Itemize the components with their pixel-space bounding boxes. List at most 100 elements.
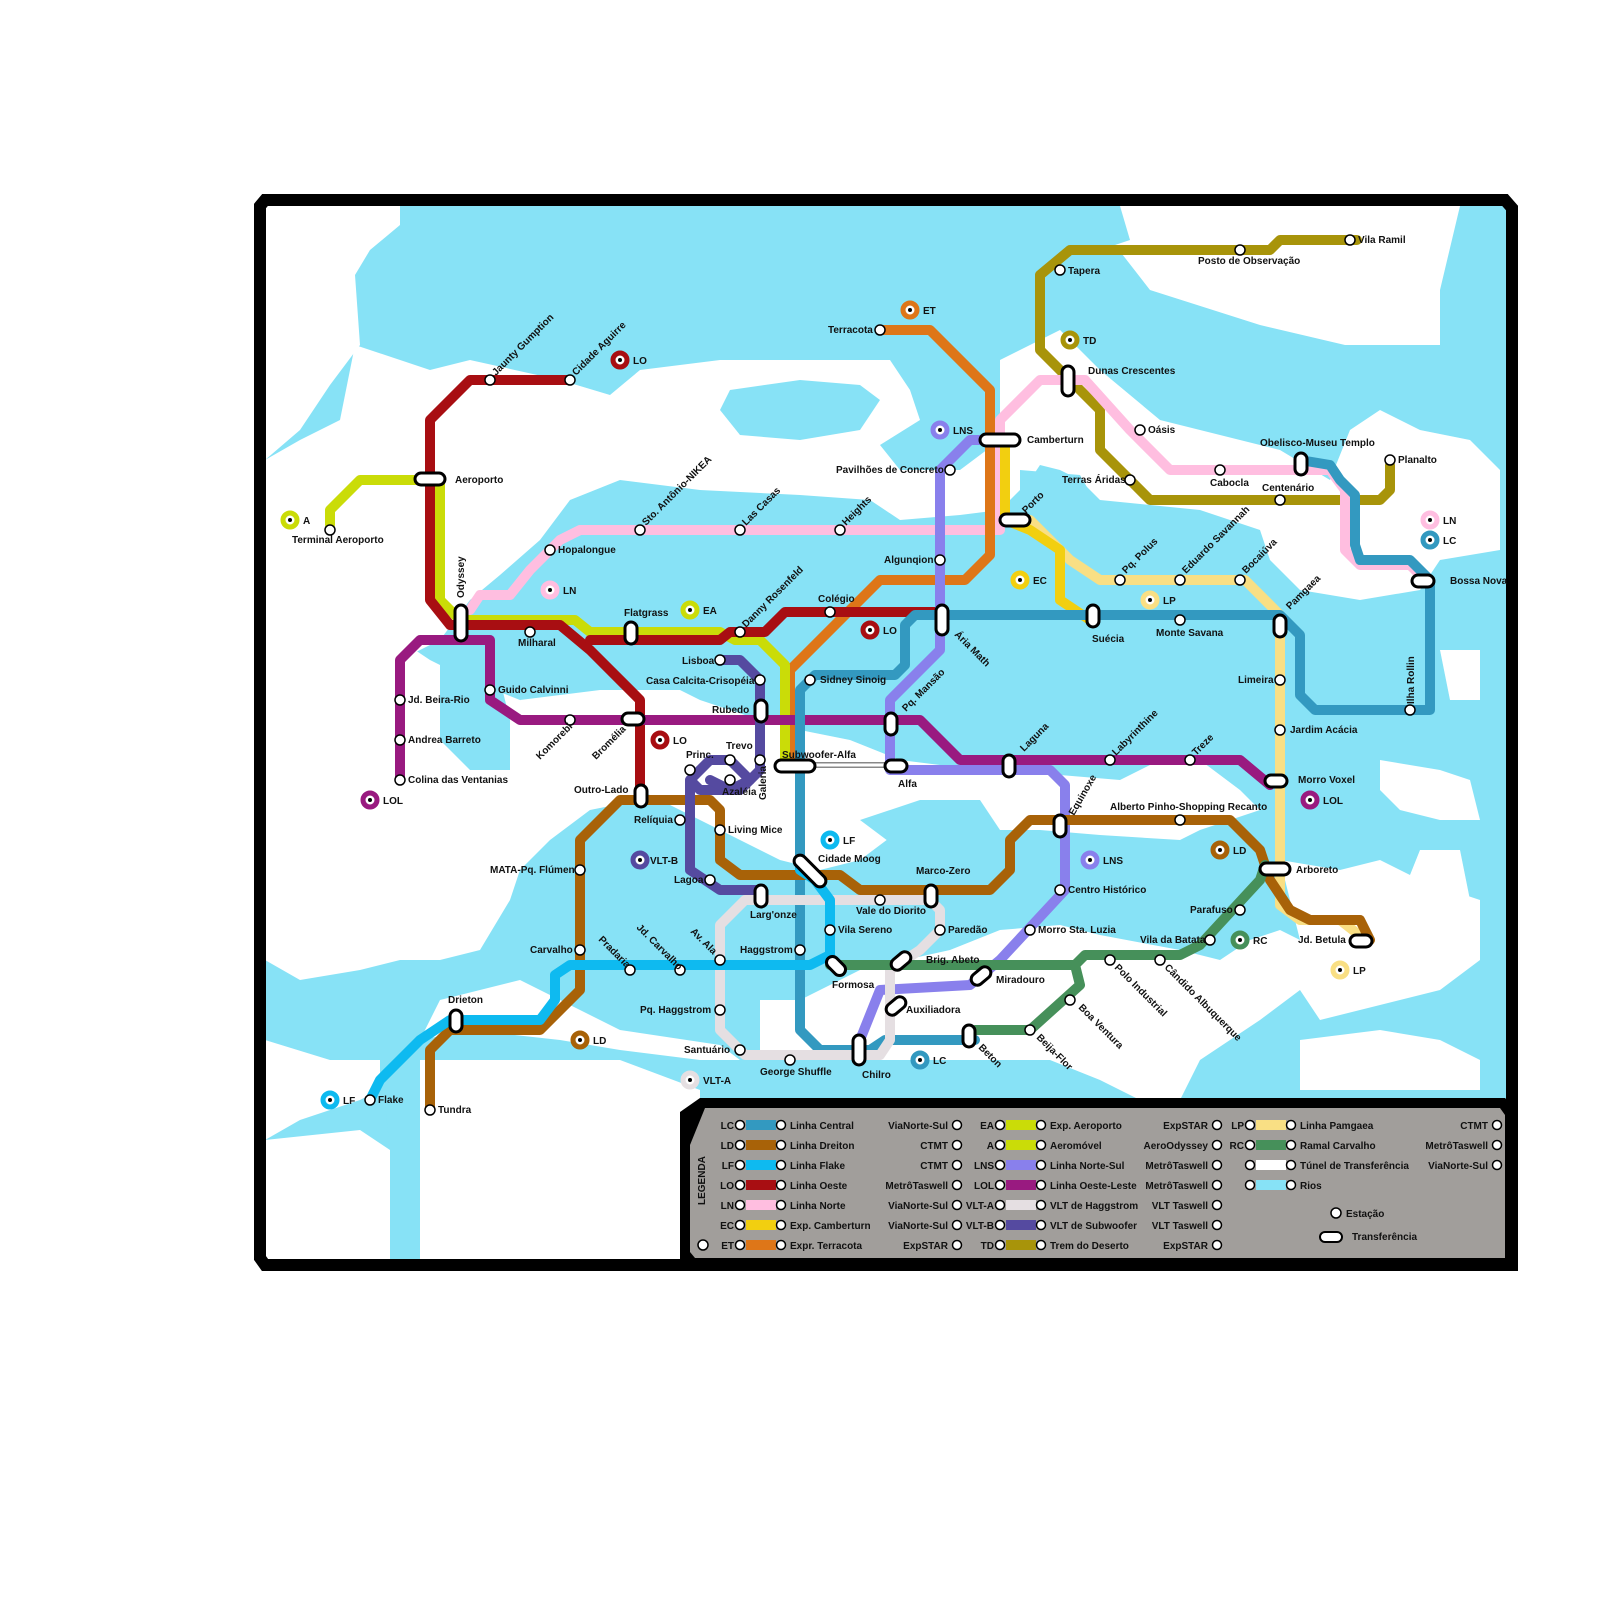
station-label: Formosa: [832, 980, 875, 991]
legend-dot: [736, 1221, 745, 1230]
legend-swatch: [1256, 1140, 1286, 1150]
station-label: Camberturn: [1027, 435, 1084, 446]
legend-swatch: [1006, 1120, 1036, 1130]
legend-dot: [777, 1201, 786, 1210]
station-label: Sidney Sinoig: [820, 675, 886, 686]
station-label: Flatgrass: [624, 608, 669, 619]
station-label: Vila da Batata: [1140, 935, 1206, 946]
station-label: Galeria: [758, 766, 769, 800]
legend-swatch: [746, 1120, 776, 1130]
legend-operator: MetrôTaswell: [885, 1181, 948, 1192]
legend-name: Expr. Terracota: [790, 1241, 863, 1252]
station-label: Drieton: [448, 995, 483, 1006]
legend-dot: [777, 1121, 786, 1130]
legend-operator-dot: [953, 1141, 962, 1150]
legend-code: TD: [981, 1241, 994, 1252]
legend-operator: MetrôTaswell: [1145, 1181, 1208, 1192]
station-label: Monte Savana: [1156, 628, 1224, 639]
station-label: Brig. Abeto: [926, 955, 980, 966]
station-label: Obelisco-Museu Templo: [1260, 438, 1375, 449]
legend-swatch: [1256, 1160, 1286, 1170]
legend-dot: [996, 1221, 1005, 1230]
station-label: Rubedo: [712, 705, 749, 716]
legend-dot: [1287, 1121, 1296, 1130]
legend-dot: [1287, 1141, 1296, 1150]
legend-dot: [1246, 1121, 1255, 1130]
station-label: Azaléia: [722, 787, 757, 798]
legend-code: LD: [721, 1141, 734, 1152]
legend-operator-dot: [1213, 1141, 1222, 1150]
legend-transfer-label: Transferência: [1352, 1232, 1417, 1243]
legend-dot: [996, 1121, 1005, 1130]
legend-dot: [1037, 1241, 1046, 1250]
legend-dot: [736, 1141, 745, 1150]
legend-name: VLT de Haggstrom: [1050, 1201, 1138, 1212]
badge-lns: LNS: [933, 423, 973, 437]
station-label: Centenário: [1262, 483, 1314, 494]
legend-swatch: [746, 1140, 776, 1150]
station-label: Chilro: [862, 1070, 891, 1081]
legend-transfer: [1320, 1232, 1342, 1242]
station-label: Cabocla: [1210, 478, 1249, 489]
legend-dot: [736, 1181, 745, 1190]
legend-dot: [1037, 1201, 1046, 1210]
legend-name: Exp. Camberturn: [790, 1221, 871, 1232]
legend-operator-dot: [1493, 1121, 1502, 1130]
legend-code: EC: [720, 1221, 734, 1232]
legend-swatch: [1256, 1180, 1286, 1190]
svg-text:LF: LF: [343, 1096, 355, 1107]
station-label: Terras Áridas: [1062, 473, 1126, 486]
station-label: Morro Voxel: [1298, 775, 1355, 786]
legend-name: Exp. Aeroporto: [1050, 1121, 1122, 1132]
station-label: George Shuffle: [760, 1067, 832, 1078]
legend-dot: [777, 1241, 786, 1250]
station-label: Tundra: [438, 1105, 472, 1116]
svg-text:LP: LP: [1163, 596, 1176, 607]
legend-operator-dot: [953, 1121, 962, 1130]
legend-station-dot: [1331, 1208, 1341, 1218]
legend-code: VLT-A: [966, 1201, 994, 1212]
legend-code: LC: [721, 1121, 734, 1132]
legend-operator: VLT Taswell: [1152, 1221, 1209, 1232]
legend-name: Rios: [1300, 1181, 1322, 1192]
svg-text:VLT-B: VLT-B: [650, 856, 678, 867]
badge-ld-3: LD: [0, 0, 13, 3]
legend-operator: MetrôTaswell: [1425, 1141, 1488, 1152]
legend-dot: [1037, 1121, 1046, 1130]
legend-operator-dot: [953, 1241, 962, 1250]
legend-dot: [736, 1121, 745, 1130]
legend-name: Túnel de Transferência: [1300, 1161, 1409, 1172]
station-label: Guido Calvinni: [498, 685, 569, 696]
svg-text:LNS: LNS: [953, 426, 973, 437]
badge-lol-2: LOL: [1303, 793, 1343, 807]
legend-title: LEGENDA: [697, 1156, 708, 1205]
legend-code: LO: [720, 1181, 734, 1192]
legend-name: Aeromóvel: [1050, 1141, 1102, 1152]
legend-dot: [1246, 1161, 1255, 1170]
station-label: Lisboa: [682, 656, 715, 667]
station-label: Marco-Zero: [916, 866, 970, 877]
station-label: Pavilhões de Concreto: [836, 465, 944, 476]
legend-dot: [1246, 1141, 1255, 1150]
station-label: Cidade Moog: [818, 854, 881, 865]
station-label: Outro-Lado: [574, 785, 628, 796]
svg-text:LO: LO: [633, 356, 647, 367]
station-label: Trevo: [726, 741, 753, 752]
svg-text:LC: LC: [1443, 536, 1456, 547]
legend-operator-dot: [1213, 1161, 1222, 1170]
legend-operator-dot: [953, 1221, 962, 1230]
station-label: Morro Sta. Luzia: [1038, 925, 1116, 936]
legend-operator: ViaNorte-Sul: [888, 1221, 948, 1232]
legend-name: Linha Pamgaea: [1300, 1121, 1374, 1132]
legend-dot: [1287, 1161, 1296, 1170]
legend-code: LN: [721, 1201, 734, 1212]
station-label: Alfa: [898, 779, 917, 790]
legend-swatch: [1006, 1220, 1036, 1230]
station-label: Larg'onze: [750, 910, 797, 921]
legend-operator: CTMT: [1460, 1121, 1488, 1132]
station-label: Arboreto: [1296, 865, 1338, 876]
legend-name: VLT de Subwoofer: [1050, 1221, 1137, 1232]
legend-station: Estação: [1346, 1209, 1384, 1220]
legend-dot: [777, 1221, 786, 1230]
legend-swatch: [746, 1160, 776, 1170]
